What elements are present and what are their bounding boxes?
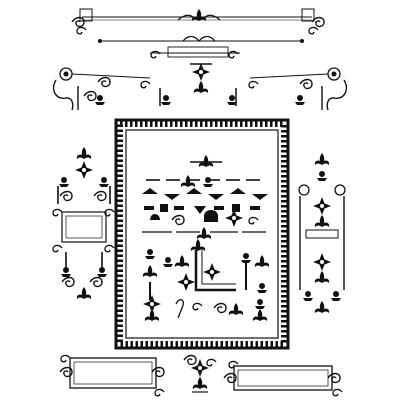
center-medallion bbox=[159, 63, 237, 106]
bottom-center-ornament bbox=[183, 354, 217, 393]
frame-corner-specimen bbox=[190, 239, 236, 292]
right-vertical-panel bbox=[298, 153, 346, 313]
bottom-right-cartouche bbox=[223, 360, 343, 397]
left-vertical-panel bbox=[52, 147, 115, 299]
frame-specimens bbox=[142, 155, 270, 321]
bottom-left-cartouche bbox=[59, 354, 165, 397]
second-rule bbox=[98, 35, 304, 59]
central-scalloped-frame bbox=[114, 118, 290, 350]
top-header-rule bbox=[71, 8, 325, 35]
corner-ornament-right bbox=[248, 67, 348, 111]
corner-ornament-left bbox=[52, 67, 151, 111]
